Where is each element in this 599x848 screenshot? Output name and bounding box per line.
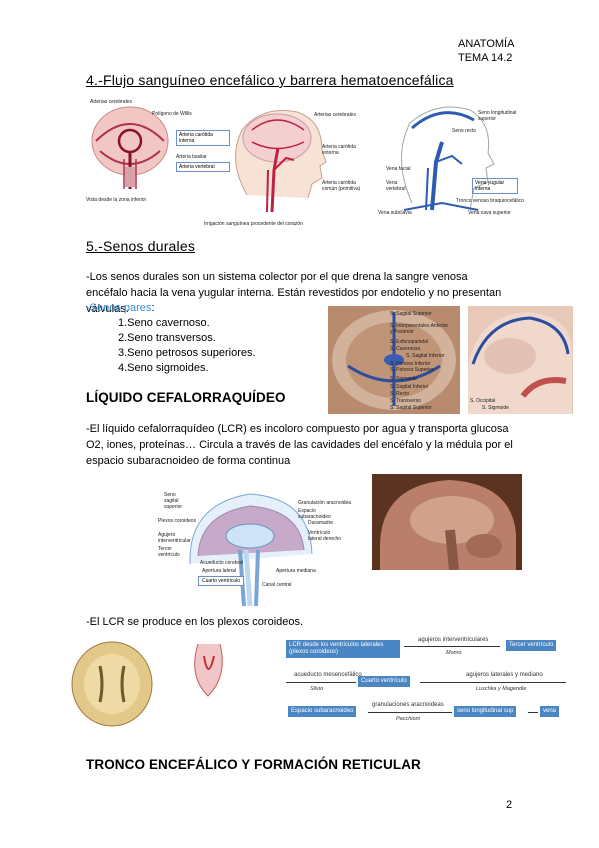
figure-venous-drainage [382,98,522,220]
flow-box-seno: seno longitudinal sup [454,706,517,717]
label-cuarto: Cuarto ventrículo [198,576,245,586]
label-basilar: Arteria basilar [176,154,207,160]
label-poligono: Polígono de Willis [152,111,192,117]
list-item: 4.Seno sigmoides. [118,362,209,374]
label-sinus: S. Sagital Superior [390,405,432,411]
label-carotida-comun: Arteria carótida común (primitiva) [322,180,361,192]
label-sinus: S. Recto [390,391,410,397]
list-item: 2.Seno transversos. [118,332,216,344]
label-arterias-cerebrales: Arterias cerebrales [90,99,132,105]
label-carotida-interna: Arteria carótida interna [176,130,230,146]
label-acueducto: Acueducto cerebral [200,560,244,566]
lcr-title: LÍQUIDO CEFALORRAQUÍDEO [86,390,286,405]
label-vena-subclavia: Vena subclavia [378,210,412,216]
label-sinus: S. Sagital Inferior [406,353,445,359]
flow-arrow [528,712,538,713]
label-vista: Vista desde la zona inferior [86,197,147,203]
flow-box-tercer: Tercer ventrículo [506,640,557,651]
label-espacio: Espacio subaracnoideo [298,508,331,520]
label-tercer: Tercer ventrículo [158,546,180,558]
flow-arrow [404,646,500,647]
flow-box-vena: vena [540,706,560,717]
flow-via-3-name: Luschka y Magendie [476,686,527,692]
label-agujero: Agujero interventricular [158,532,191,544]
label-ventriculo-lateral: Ventrículo lateral derecho [308,530,342,542]
label-sinus: S. Esfenoparietal [390,339,429,345]
flow-arrow [368,712,452,713]
list-item: 3.Seno petrosos superiores. [118,347,256,359]
label-duramadre: Duramadre [308,520,334,526]
label-sinus: S. Occipital [470,398,496,404]
label-plexos: Plexos coroideos [158,518,197,524]
flow-via-2-name: Silvio [310,686,324,692]
label-apertura-lateral: Apertura lateral [202,568,237,574]
label-tronco-venoso: Tronco venoso braquiocefálico [456,198,524,204]
label-sinus: S. Cavernoso [390,346,421,352]
tronco-title: TRONCO ENCEFÁLICO Y FORMACIÓN RETICULAR [86,757,421,772]
label-sinus: S. Interparentales Anterior y Posterior [390,323,449,335]
label-carotida-externa: Arteria carótida externa [322,144,356,156]
flow-via-4: granulaciones aracnoideas [372,702,444,708]
section-5-title: 5.-Senos durales [86,238,196,254]
lcr-paragraph: -El líquido cefalorraquídeo (LCR) es inc… [86,423,513,467]
header-subject: ANATOMÍA [458,38,515,50]
flow-via-1-name: Monro [446,650,462,656]
label-sinus: S. Transverso [390,398,421,404]
label-seno-sagital: Seno sagital superior [164,492,183,510]
label-sinus: S. Petroso Superior [390,367,434,373]
flow-via-2: acueducto mesencefálico [294,672,362,678]
figure-head-arteries [222,100,342,212]
senos-pares-label: -Senos pares [86,302,152,314]
label-vena-vertebral: Vena vertebral [386,180,406,192]
page-number: 2 [506,799,513,811]
section-4-title: 4.-Flujo sanguíneo encefálico y barrera … [86,72,454,88]
label-seno-recto: Seno recto [452,128,477,134]
lcr-production: -El LCR se produce en los plexos coroide… [86,616,304,628]
flow-box-cuarto: Cuarto ventrículo [358,676,410,687]
figure-choroid-plexus [48,636,254,736]
figure-csf-circulation [160,484,346,606]
label-canal: Canal central [262,582,292,588]
flow-arrow [286,682,356,683]
section-5-paragraph: -Los senos durales son un sistema colect… [86,271,502,315]
label-apertura-mediana: Apertura mediana [276,568,316,574]
label-vena-facial: Vena facial [386,166,411,172]
label-vertebral: Arteria vertebral [176,162,230,172]
senos-pares-heading: -Senos pares: [86,300,155,316]
label-vena-cava: Vena cava superior [468,210,511,216]
label-arterias-cerebrales-2: Arterias cerebrales [314,112,356,118]
senos-pares-colon: : [151,302,155,314]
figure-circle-of-willis: Arterias cerebrales Polígono de Willis V… [86,97,206,209]
label-sinus: S. Sigmoide [482,405,509,411]
flow-arrow [420,682,566,683]
header-topic: TEMA 14.2 [458,52,513,64]
label-sinus: S. Sagital Superior [390,311,432,317]
label-vena-yugular: Vena yugular interna [472,178,518,194]
figure-brain-sagittal-photo [372,474,522,570]
label-irrigacion: Irrigación sanguínea procedente del cora… [204,221,303,227]
figure-dural-sinuses-skull [328,306,460,414]
label-sinus: S. Sigmoide [390,376,417,382]
flow-via-4-name: Pacchioni [396,716,420,722]
label-granulacion: Granulación aracnoidea [298,500,352,506]
label-sinus: S. Sagital Inferior [390,384,429,390]
figure-dural-sinuses-sagittal [468,306,573,414]
flow-box-espacio: Espacio subaracnoideo [288,706,357,717]
label-sinus: S. Petroso Inferior [390,361,431,367]
label-seno-longitudinal: Seno longitudinal superior [478,110,517,122]
flow-box-lcr: LCR desde los ventrículos laterales (ple… [286,640,400,658]
flow-via-1: agujeros interventriculares [418,637,489,643]
list-item: 1.Seno cavernoso. [118,317,210,329]
flow-via-3: agujeros laterales y mediano [466,672,543,678]
